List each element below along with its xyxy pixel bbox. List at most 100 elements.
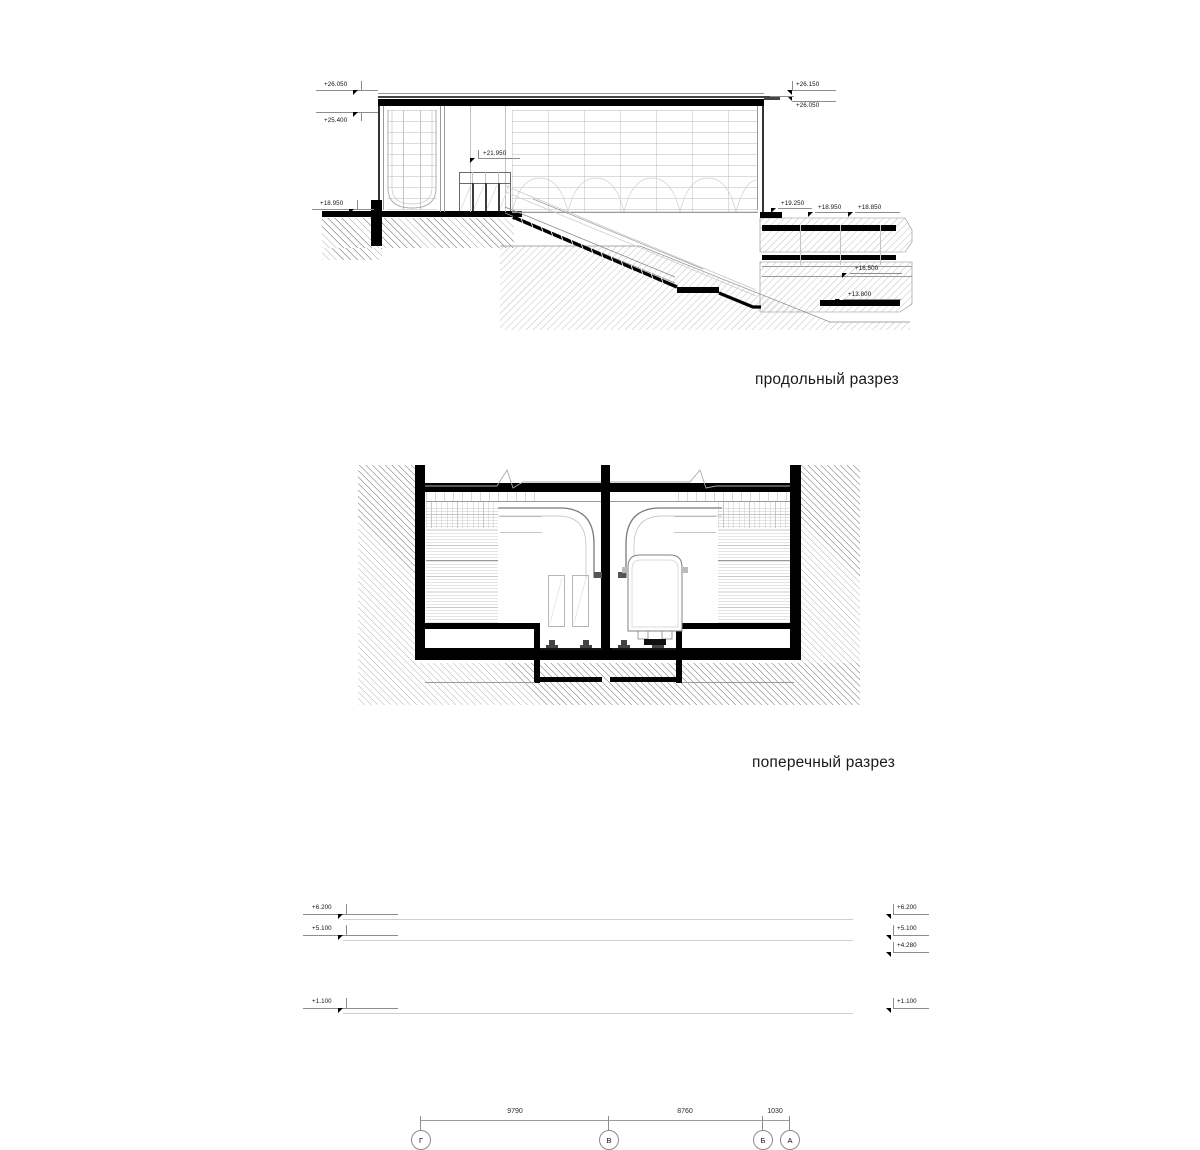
elev-1100-right-line bbox=[893, 1008, 929, 1009]
elev-tag-26150-right: +26.150 bbox=[796, 81, 820, 88]
grid-bubble-A-label: А bbox=[787, 1135, 793, 1145]
elev-26150-right-tick bbox=[792, 81, 793, 90]
ext-line-B bbox=[762, 1120, 763, 1130]
elev-21950-tick bbox=[478, 150, 479, 158]
lower-chamber-div-right bbox=[676, 653, 682, 683]
platform-grid-v3 bbox=[880, 225, 881, 265]
elev-tag-13800-right: +13.800 bbox=[848, 291, 872, 298]
elev-26150-right-line bbox=[792, 90, 836, 91]
elev-1100-right-tick bbox=[893, 998, 894, 1008]
ext-line-A bbox=[789, 1120, 790, 1130]
door-transom-mullion-1 bbox=[472, 172, 473, 183]
lower-cell-div-1 bbox=[540, 677, 602, 682]
elev-1100-left-arrow bbox=[338, 1008, 343, 1013]
track-bed-left bbox=[540, 648, 602, 654]
opening-left-2 bbox=[572, 575, 589, 627]
elev-25400-left-tick bbox=[361, 112, 362, 121]
elev-1100-left-ext bbox=[343, 1013, 853, 1014]
vault-soffit-right bbox=[618, 507, 722, 578]
elev-tag-6200-right: +6.200 bbox=[897, 904, 917, 911]
cross-section-caption: поперечный разрез bbox=[752, 754, 896, 771]
hall-sill-line bbox=[512, 212, 758, 213]
ceiling-ribs-left bbox=[426, 492, 538, 501]
elev-5100-left-arrow bbox=[338, 935, 343, 940]
elev-19250-right-arrow bbox=[771, 208, 776, 213]
floor-slab-right bbox=[760, 212, 782, 218]
grid-bubble-V[interactable]: В bbox=[599, 1130, 619, 1150]
break-line-left bbox=[425, 468, 601, 489]
platform-line-a bbox=[762, 266, 912, 267]
elev-26050-right-leader bbox=[770, 96, 794, 97]
elev-6200-right-tick bbox=[893, 904, 894, 914]
elev-18950-left-arrow bbox=[349, 209, 354, 214]
elev-tag-18850-right: +18.850 bbox=[858, 204, 882, 211]
elev-21950-arrow bbox=[470, 158, 475, 163]
elev-tag-1100-right: +1.100 bbox=[897, 998, 917, 1005]
soffit-band-left bbox=[426, 560, 498, 561]
grid-bubble-B-label: Б bbox=[760, 1135, 766, 1145]
mezzanine-panel-left bbox=[500, 516, 542, 517]
elev-25400-left-line bbox=[316, 112, 378, 113]
mezzanine-panel-right-2 bbox=[674, 532, 716, 533]
dimension-1030: 1030 bbox=[767, 1108, 783, 1115]
box-wall-center bbox=[601, 465, 610, 660]
elev-18850-right-line bbox=[855, 212, 900, 213]
elev-6200-left-ext bbox=[343, 919, 853, 920]
roof-slab-edge bbox=[378, 96, 764, 98]
platform-wall-right bbox=[676, 623, 682, 653]
mid-bay-panel-line-2 bbox=[505, 106, 506, 212]
elev-tag-21950: +21.950 bbox=[483, 150, 507, 157]
rails-left bbox=[540, 640, 602, 650]
arch-left-bay bbox=[387, 110, 437, 209]
column-line-1b bbox=[444, 106, 445, 212]
wall-right-outer bbox=[762, 106, 764, 212]
grid-bubble-G-label: Г bbox=[418, 1135, 424, 1145]
grid-bubble-V-label: В bbox=[606, 1135, 612, 1145]
elev-5100-left-line bbox=[303, 935, 398, 936]
elev-tag-25400-left: +25.400 bbox=[324, 117, 348, 124]
ext-line-V bbox=[608, 1120, 609, 1130]
roof-parapet-line bbox=[378, 93, 764, 94]
elev-1100-right-arrow bbox=[886, 1008, 891, 1013]
elev-1100-left-tick bbox=[346, 998, 347, 1008]
grid-bubble-A[interactable]: А bbox=[780, 1130, 800, 1150]
elev-18950-right-line bbox=[815, 212, 849, 213]
glazing-left-bay bbox=[387, 110, 437, 210]
longitudinal-section-caption: продольный разрез bbox=[755, 371, 899, 388]
elev-tag-26050-right: +26.050 bbox=[796, 102, 820, 109]
elev-26050-left-arrow bbox=[353, 90, 358, 95]
elev-4280-right-arrow bbox=[886, 952, 891, 957]
elev-5100-right-tick bbox=[893, 925, 894, 935]
elev-16500-right-line bbox=[850, 273, 902, 274]
elev-5100-right-arrow bbox=[886, 935, 891, 940]
elev-tag-26050-left: +26.050 bbox=[324, 81, 348, 88]
elev-16500-right-arrow bbox=[842, 273, 847, 278]
elev-18850-right-arrow bbox=[848, 212, 853, 217]
ground-hatch-left-2 bbox=[322, 218, 514, 248]
lower-chamber-div-left bbox=[534, 653, 540, 683]
column-line-1 bbox=[440, 106, 441, 212]
escalator-soffit bbox=[505, 185, 757, 297]
box-wall-left bbox=[415, 465, 425, 660]
platform-edge-left bbox=[425, 623, 540, 629]
elev-tag-19250-right: +19.250 bbox=[781, 200, 805, 207]
door-transom-mullion-2 bbox=[485, 172, 486, 183]
lower-cell-outline-right bbox=[682, 682, 794, 683]
grid-bubble-G[interactable]: Г bbox=[411, 1130, 431, 1150]
door-transom-mullion-3 bbox=[498, 172, 499, 183]
longitudinal-section: +21.950 bbox=[0, 0, 1200, 400]
glazing-left-mullion-1 bbox=[403, 110, 404, 210]
dimension-8760: 8760 bbox=[677, 1108, 693, 1115]
wall-left-inner bbox=[383, 106, 384, 210]
ceiling-ribs-right bbox=[678, 492, 790, 501]
train-car-section bbox=[622, 554, 688, 645]
elev-25400-left-arrow bbox=[353, 112, 358, 117]
door-mullion-2 bbox=[485, 183, 487, 211]
box-base-slab bbox=[415, 648, 801, 660]
platform-grid-v1 bbox=[800, 225, 801, 265]
box-wall-right bbox=[790, 465, 801, 660]
lower-cell-div-2 bbox=[610, 677, 676, 682]
elev-tag-18950-right: +18.950 bbox=[818, 204, 842, 211]
elev-5100-left-ext bbox=[343, 940, 853, 941]
grid-bubble-B[interactable]: Б bbox=[753, 1130, 773, 1150]
